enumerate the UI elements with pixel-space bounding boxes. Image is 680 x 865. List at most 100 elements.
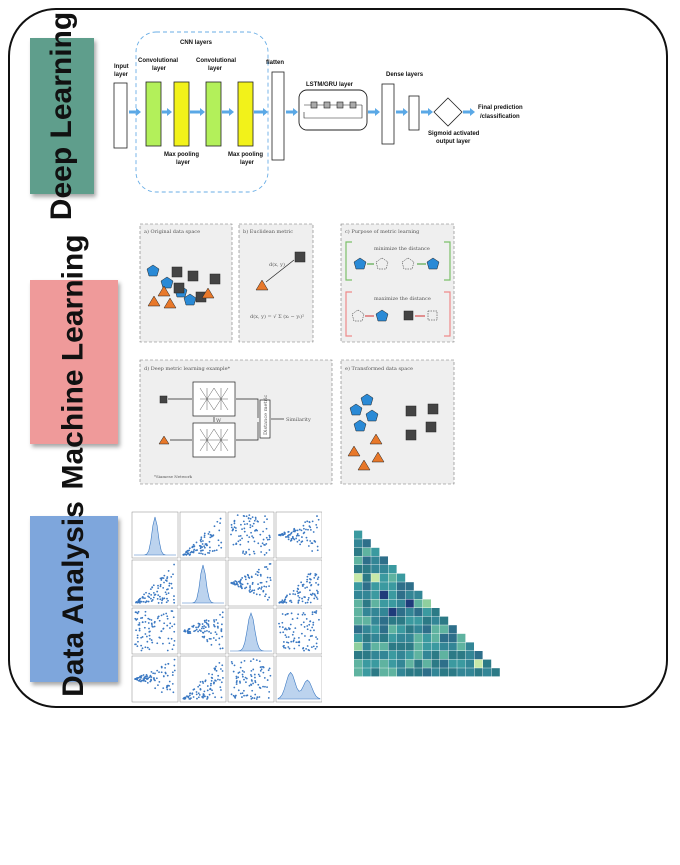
panel-d-title: d) Deep metric learning example* bbox=[144, 365, 231, 372]
heatmap-cell bbox=[371, 547, 380, 556]
pair-plot-point bbox=[303, 626, 306, 628]
pair-plot-point bbox=[136, 645, 139, 648]
pair-plot-point bbox=[173, 623, 176, 626]
pair-plot-point bbox=[153, 625, 156, 628]
pair-plot-point bbox=[209, 637, 212, 640]
pair-plot-point bbox=[171, 648, 174, 651]
heatmap-cell bbox=[397, 625, 406, 634]
pair-plot-point bbox=[297, 637, 300, 639]
pair-plot-point bbox=[250, 683, 252, 686]
pair-plot-point bbox=[204, 695, 206, 698]
heatmap-cell bbox=[354, 573, 363, 582]
e-triangle-4 bbox=[357, 459, 371, 471]
pair-plot-point bbox=[144, 675, 147, 678]
pair-plot-point bbox=[258, 696, 261, 698]
pair-plot-point bbox=[260, 588, 263, 590]
pair-plot-point bbox=[150, 622, 153, 625]
pair-plot-point bbox=[317, 583, 320, 586]
pair-plot-point bbox=[249, 586, 251, 589]
pair-plot-point bbox=[266, 679, 269, 681]
pair-plot-point bbox=[171, 682, 174, 685]
pair-plot-point bbox=[253, 552, 256, 555]
pair-plot-point bbox=[215, 549, 218, 551]
pair-plot-point bbox=[203, 532, 206, 535]
heatmap-cell bbox=[371, 633, 380, 642]
pair-plot-point bbox=[262, 685, 264, 688]
pair-plot-point bbox=[151, 586, 154, 589]
pair-plot-point bbox=[251, 680, 253, 682]
pair-plot-point bbox=[172, 616, 175, 619]
pair-plot-point bbox=[239, 534, 242, 537]
heatmap-cell bbox=[362, 642, 371, 651]
pair-plot-point bbox=[298, 591, 300, 594]
pair-plot-point bbox=[204, 553, 207, 556]
pair-plot-point bbox=[217, 678, 219, 681]
pair-plot-point bbox=[295, 534, 298, 537]
ml-diagram: a) Original data space b) Euclidean metr… bbox=[139, 223, 455, 485]
pair-plot-point bbox=[255, 698, 258, 700]
pair-plot-point bbox=[160, 579, 163, 581]
pair-plot-point bbox=[172, 573, 174, 576]
pair-plot-point bbox=[168, 680, 171, 683]
pair-plot-point bbox=[148, 648, 151, 651]
pair-plot-point bbox=[240, 661, 243, 664]
heatmap-cell bbox=[405, 659, 414, 668]
pair-plot-point bbox=[136, 612, 139, 615]
heatmap-cell bbox=[388, 642, 397, 651]
conv2-label-2: layer bbox=[208, 66, 223, 72]
pair-plot-point bbox=[236, 583, 239, 586]
pair-plot-point bbox=[306, 580, 308, 583]
pair-plot-point bbox=[201, 680, 204, 683]
heatmap-cell bbox=[448, 642, 457, 651]
heatmap-cell bbox=[362, 547, 371, 556]
pair-plot-point bbox=[158, 595, 161, 598]
pair-plot-point bbox=[166, 615, 169, 618]
pair-plot-point bbox=[312, 624, 315, 626]
pair-plot-point bbox=[309, 601, 312, 604]
pair-plot-point bbox=[300, 623, 303, 626]
pair-plot-point bbox=[148, 618, 151, 621]
pair-plot-point bbox=[162, 613, 165, 616]
pair-plot-point bbox=[200, 627, 203, 630]
pair-plot-point bbox=[203, 625, 206, 627]
pair-plot-point bbox=[234, 580, 237, 582]
panel-d-distance-label: Distance metric bbox=[263, 395, 269, 435]
pair-plot-point bbox=[267, 697, 270, 699]
pair-plot-point bbox=[245, 515, 248, 518]
pair-plot-point bbox=[209, 684, 212, 687]
heatmap-cell bbox=[397, 642, 406, 651]
pair-plot-point bbox=[286, 641, 288, 644]
heatmap-cell bbox=[371, 582, 380, 591]
pair-plot-point bbox=[302, 583, 305, 586]
pair-plot-point bbox=[269, 536, 271, 539]
pair-plot-point bbox=[231, 662, 234, 665]
pair-plot-point bbox=[281, 621, 284, 624]
pair-plot-point bbox=[311, 626, 314, 629]
pair-plot-point bbox=[303, 531, 306, 534]
pair-plot-point bbox=[201, 625, 204, 628]
heatmap-cell bbox=[354, 659, 363, 668]
heatmap-cell bbox=[354, 633, 363, 642]
pair-plot-point bbox=[206, 640, 209, 643]
pair-plot-point bbox=[253, 540, 256, 543]
pair-plot-point bbox=[243, 530, 246, 533]
pair-plot-point bbox=[263, 677, 266, 679]
pair-plot-point bbox=[304, 596, 306, 599]
pair-plot-point bbox=[141, 636, 144, 638]
pair-plot-point bbox=[200, 536, 203, 539]
pair-plot-point bbox=[215, 669, 218, 672]
pair-plot-point bbox=[218, 529, 221, 532]
pair-plot-point bbox=[161, 598, 164, 601]
pair-plot-point bbox=[312, 645, 315, 648]
pair-plot-point bbox=[185, 553, 188, 556]
pair-plot-point bbox=[169, 622, 172, 625]
heatmap-cell bbox=[354, 625, 363, 634]
pair-plot-point bbox=[216, 520, 219, 523]
heatmap-cell bbox=[405, 599, 414, 608]
pair-plot-point bbox=[315, 612, 317, 614]
pair-plot-point bbox=[241, 577, 244, 579]
pair-plot-point bbox=[312, 621, 315, 624]
pair-plot-point bbox=[159, 583, 162, 586]
pair-plot-point bbox=[158, 619, 161, 622]
pair-plot-point bbox=[157, 616, 160, 618]
